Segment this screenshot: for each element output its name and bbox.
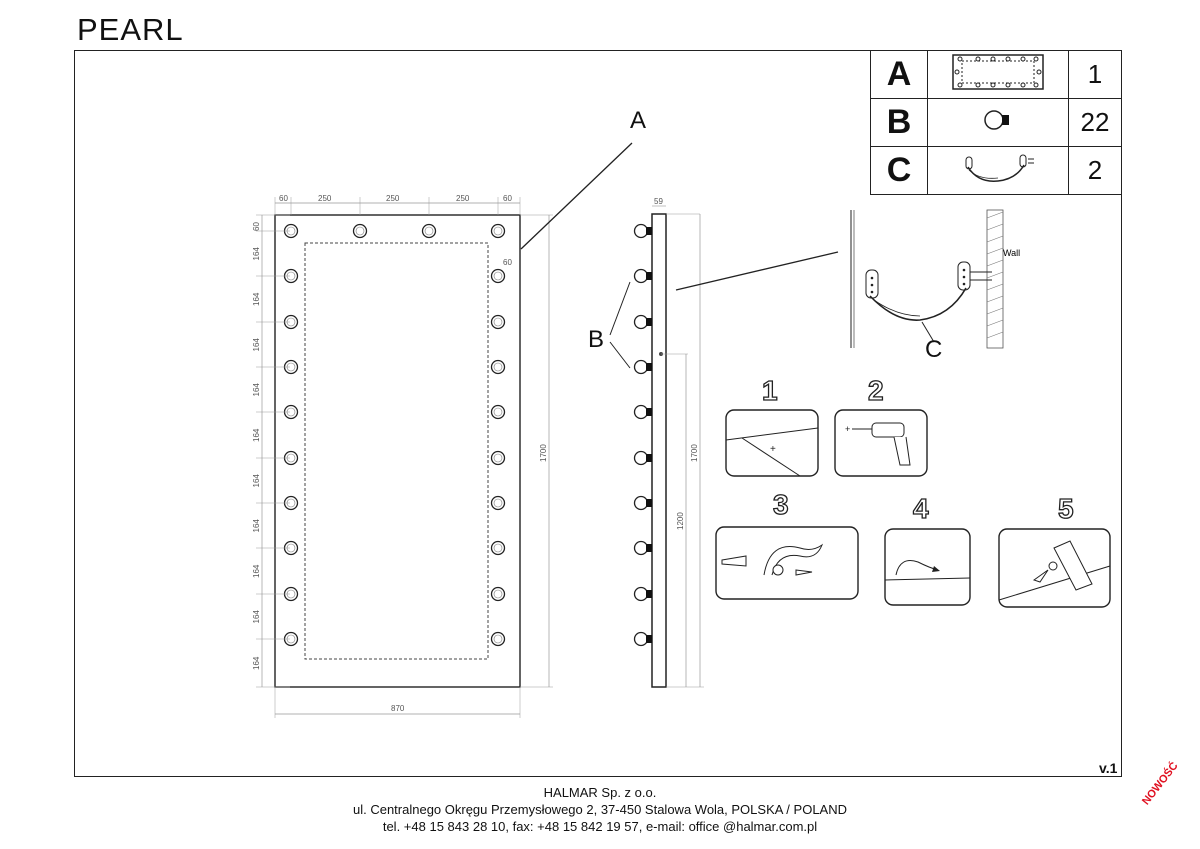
side-view: 59 1700 1200 B (588, 197, 839, 688)
bulb-icon (490, 359, 506, 375)
bulb-icon (490, 450, 506, 466)
step-number: 2 (868, 375, 884, 406)
step-1: 1 + (725, 374, 819, 477)
bulb-icon (633, 359, 649, 375)
svg-text:+: + (770, 444, 776, 455)
company-address: ul. Centralnego Okręgu Przemysłowego 2, … (352, 802, 847, 817)
version-label: v.1 (1099, 760, 1118, 776)
dim-left-spacing: 164 (252, 474, 261, 488)
bulb-icon (490, 268, 506, 284)
bulb-icon (633, 450, 649, 466)
bulb-icon (633, 495, 649, 511)
company-contact: tel. +48 15 843 28 10, fax: +48 15 842 1… (382, 819, 818, 834)
dim-left-spacing: 164 (252, 656, 261, 670)
bulb-icon (633, 586, 649, 602)
dim-height: 1700 (539, 444, 548, 462)
dim-depth: 59 (654, 197, 663, 206)
bulb-icon (490, 540, 506, 556)
part-letter: C (870, 146, 928, 195)
svg-text:+: + (845, 424, 850, 434)
dim-left-spacing: 164 (252, 610, 261, 624)
dim-top-3: 250 (456, 194, 470, 203)
side-profile (651, 213, 667, 688)
bulb-icon (490, 404, 506, 420)
bulb-icon (490, 314, 506, 330)
part-row-c: C 2 (870, 146, 1122, 195)
bulb-icon (633, 268, 649, 284)
bulb-icon (633, 404, 649, 420)
front-view: 60 250 250 250 60 60 60 1641641641641641… (252, 107, 646, 718)
dim-left-top: 60 (252, 222, 261, 231)
bracket-detail: Wall C (850, 209, 1020, 363)
label-a: A (630, 107, 646, 134)
dim-left-spacing: 164 (252, 292, 261, 306)
step-number: 3 (773, 489, 789, 520)
footer: HALMAR Sp. z o.o. ul. Centralnego Okręgu… (0, 784, 1200, 835)
dim-top-0: 60 (279, 194, 288, 203)
bulb-icon (633, 223, 649, 239)
part-qty: 2 (1068, 146, 1122, 195)
dim-left-spacing: 164 (252, 247, 261, 261)
product-title: PEARL (77, 12, 184, 47)
mirror-outline (274, 214, 521, 688)
step-5: 5 (998, 492, 1111, 608)
mirror-glass (304, 242, 489, 660)
label-c: C (925, 336, 942, 363)
dim-left-spacing: 164 (252, 428, 261, 442)
dim-mount-height: 1200 (676, 512, 685, 530)
left-dimension-ticks (256, 214, 290, 688)
bulb-icon (633, 631, 649, 647)
bulb-icon (490, 223, 506, 239)
label-b: B (588, 326, 604, 353)
part-letter: B (870, 98, 928, 147)
bulb-icon (490, 495, 506, 511)
company-name: HALMAR Sp. z o.o. (543, 785, 657, 800)
dim-left-spacing: 164 (252, 383, 261, 397)
dim-inner-offset: 60 (503, 258, 512, 267)
label-wall: Wall (1003, 248, 1020, 258)
dim-width: 870 (391, 704, 405, 713)
bulb-icon (490, 586, 506, 602)
dim-left-spacing: 164 (252, 338, 261, 352)
dim-left-spacing: 164 (252, 519, 261, 533)
step-number: 4 (913, 493, 929, 524)
bulb-icon (352, 223, 368, 239)
dim-top-2: 250 (386, 194, 400, 203)
bulb-icon (421, 223, 437, 239)
step-3: 3 (715, 488, 859, 600)
dim-left-spacing: 164 (252, 564, 261, 578)
part-qty: 22 (1068, 98, 1122, 147)
side-bulbs (633, 223, 652, 647)
left-dimensions: 164 164 164 164 164 164 164 164 164 164 (252, 247, 261, 670)
bulb-icon (490, 631, 506, 647)
step-2: 2 + (834, 374, 928, 477)
bulb-icon (633, 540, 649, 556)
step-4: 4 (884, 492, 971, 606)
step-number: 1 (762, 375, 778, 406)
drawing-frame (74, 50, 1122, 777)
dim-top-4: 60 (503, 194, 512, 203)
step-number: 5 (1058, 493, 1074, 524)
front-bulbs (283, 223, 506, 647)
bracket-icon (927, 146, 1069, 195)
bulb-icon (633, 314, 649, 330)
dim-top-1: 250 (318, 194, 332, 203)
dim-side-height: 1700 (690, 444, 699, 462)
parts-table: A 1 B 22 C (870, 50, 1122, 195)
